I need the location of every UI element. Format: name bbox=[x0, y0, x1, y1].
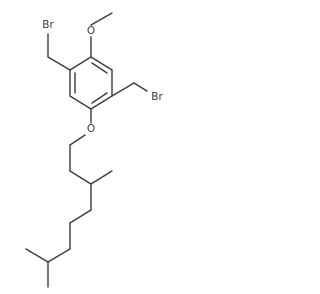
double-bond-inner bbox=[91, 62, 108, 74]
oxygen-label-methoxy: O bbox=[87, 25, 95, 37]
bond bbox=[69, 170, 92, 185]
bond bbox=[111, 82, 135, 97]
chemical-structure: Br O Br O bbox=[25, 12, 163, 288]
atom-label-layer: Br O Br O bbox=[42, 19, 163, 135]
bond bbox=[90, 170, 113, 185]
bond bbox=[69, 56, 92, 71]
bond bbox=[90, 95, 113, 110]
bond bbox=[69, 95, 92, 110]
bond bbox=[69, 134, 86, 146]
oxygen-label-ether: O bbox=[87, 123, 95, 135]
bond bbox=[90, 12, 113, 26]
bond bbox=[47, 248, 71, 263]
bond bbox=[25, 248, 49, 263]
bromine-label-right: Br bbox=[151, 91, 163, 103]
bond bbox=[69, 209, 92, 224]
bromine-label-top-left: Br bbox=[42, 19, 54, 31]
bond bbox=[90, 56, 113, 71]
double-bond-inner bbox=[91, 92, 108, 104]
bond bbox=[133, 82, 148, 92]
bond-layer bbox=[25, 12, 148, 288]
bond bbox=[47, 56, 71, 71]
